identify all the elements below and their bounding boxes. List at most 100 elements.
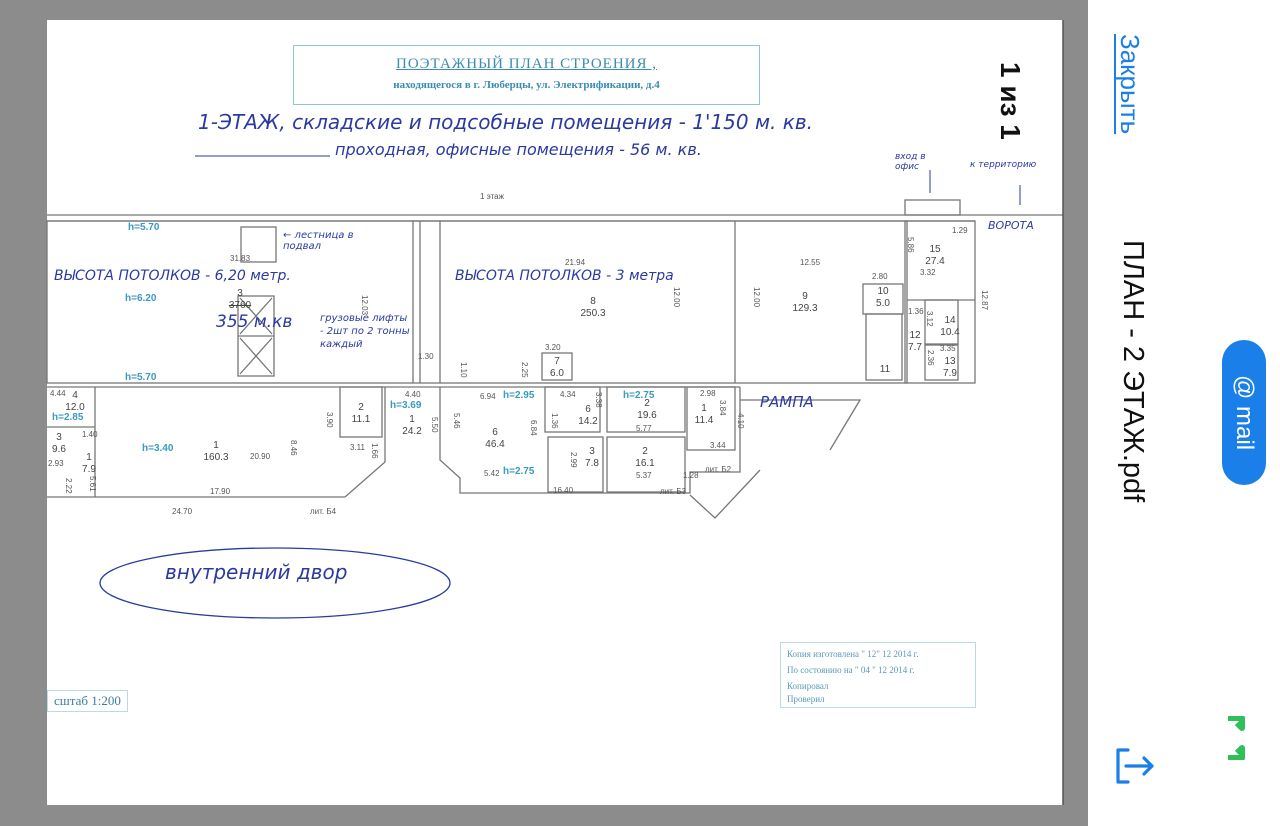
dimension: 3.44 — [710, 441, 726, 450]
dimension: 2.22 — [64, 478, 73, 494]
dimension: 6.94 — [480, 392, 496, 401]
dimension: 1.10 — [459, 362, 468, 378]
dimension: 5.37 — [636, 471, 652, 480]
dimension: 1.66 — [370, 443, 379, 459]
dimension: 16.40 — [553, 486, 574, 495]
height-label: h=6.20 — [125, 293, 157, 304]
dimension: 2.99 — [569, 452, 578, 468]
dimension: 5.86 — [906, 237, 915, 253]
to-territory-note: к территорию — [970, 160, 1037, 170]
dimension: 5.50 — [430, 417, 439, 433]
dimension: 12.00 — [672, 287, 681, 308]
handwritten-note-2: проходная, офисные помещения - 56 м. кв. — [335, 140, 702, 159]
dimension: 5.77 — [636, 424, 652, 433]
floor-plan-drawing — [46, 20, 1064, 805]
mail-label: @ mail — [1231, 374, 1258, 451]
ceiling-height-mid-note: ВЫСОТА ПОТОЛКОВ - 3 метра — [455, 268, 674, 284]
lit-label: лит. Б3 — [660, 487, 687, 496]
dimension: 5.61 — [88, 476, 97, 492]
gate-note: ВОРОТА — [988, 219, 1034, 232]
dimension: 21.94 — [565, 258, 586, 267]
entrance-office-note: вход в офис — [895, 152, 926, 172]
dimension: 3.84 — [718, 400, 727, 416]
dimension: 8.46 — [289, 440, 298, 456]
document-header-box: ПОЭТАЖНЫЙ ПЛАН СТРОЕНИЯ , находящегося в… — [293, 45, 760, 105]
dimension: 3.38 — [594, 392, 603, 408]
lit-label: лит. Б2 — [705, 465, 732, 474]
height-label: h=3.40 — [142, 443, 174, 454]
height-label: h=2.75 — [623, 390, 655, 401]
ceiling-height-left-note: ВЫСОТА ПОТОЛКОВ - 6,20 метр. — [54, 268, 291, 284]
dimension: 1.36 — [550, 413, 559, 429]
dimension: 17.90 — [210, 487, 231, 496]
dimension: 3.35 — [940, 344, 956, 353]
mail-button[interactable]: @ mail — [1222, 340, 1266, 485]
dimension: 3.90 — [325, 412, 334, 428]
dimension: 12.03 — [360, 295, 369, 316]
viewer-sidebar: Закрыть ПЛАН - 2 ЭТАЖ.pdf @ mail — [1088, 0, 1280, 826]
courtyard-note: внутренний двор — [165, 560, 348, 584]
freight-lifts-note: грузовые лифты - 2шт по 2 тонны каждый — [320, 313, 410, 350]
dimension: 3.20 — [545, 343, 561, 352]
document-title: ПОЭТАЖНЫЙ ПЛАН СТРОЕНИЯ , — [395, 56, 658, 72]
file-title: ПЛАН - 2 ЭТАЖ.pdf — [1117, 240, 1149, 503]
scale-label: сштаб 1:200 — [47, 690, 128, 712]
dimension: 4.34 — [560, 390, 576, 399]
dimension: 4.44 — [50, 389, 66, 398]
height-label: h=2.95 — [503, 390, 535, 401]
dimension: 1.36 — [908, 307, 924, 316]
dimension: 2.25 — [520, 362, 529, 378]
dimension: 1.29 — [952, 226, 968, 235]
expand-icon[interactable] — [1225, 715, 1245, 765]
ramp-note: РАМПА — [760, 393, 814, 411]
share-icon[interactable] — [1114, 746, 1156, 791]
dimension: 3.11 — [350, 443, 365, 452]
dimension: 20.90 — [250, 452, 271, 461]
height-label: h=2.75 — [503, 466, 535, 477]
dimension: 12.00 — [752, 287, 761, 308]
page-counter: 1 из 1 — [995, 62, 1026, 140]
height-label: h=3.69 — [390, 400, 422, 411]
dimension: 4.10 — [736, 413, 745, 429]
dimension: 6.84 — [529, 420, 538, 436]
close-button[interactable]: Закрыть — [1115, 34, 1145, 135]
dimension: 2.98 — [700, 389, 716, 398]
dimension: 1.30 — [418, 352, 434, 361]
room-label: 11 — [879, 364, 891, 375]
dimension: 2.36 — [926, 350, 935, 366]
basement-stairs-note: ← лестница в подвал — [283, 230, 354, 252]
height-label: h=5.70 — [125, 372, 157, 383]
dimension: 4.40 — [405, 390, 421, 399]
height-label: h=2.85 — [52, 412, 84, 423]
dimension: 3.32 — [920, 268, 936, 277]
dimension: 31.83 — [230, 254, 251, 263]
copy-stamp: Копия изготовлена " 12" 12 2014 г. По со… — [780, 642, 976, 708]
dimension: 5.42 — [484, 469, 500, 478]
dimension: 1.28 — [683, 471, 699, 480]
dimension: 2.80 — [872, 272, 888, 281]
dimension: 3.12 — [925, 311, 934, 327]
pdf-viewer-area[interactable]: ПОЭТАЖНЫЙ ПЛАН СТРОЕНИЯ , находящегося в… — [0, 0, 1088, 826]
area-355-note: 355 м.кв — [216, 312, 293, 332]
dimension: 24.70 — [172, 507, 193, 516]
dimension: 2.93 — [48, 459, 64, 468]
